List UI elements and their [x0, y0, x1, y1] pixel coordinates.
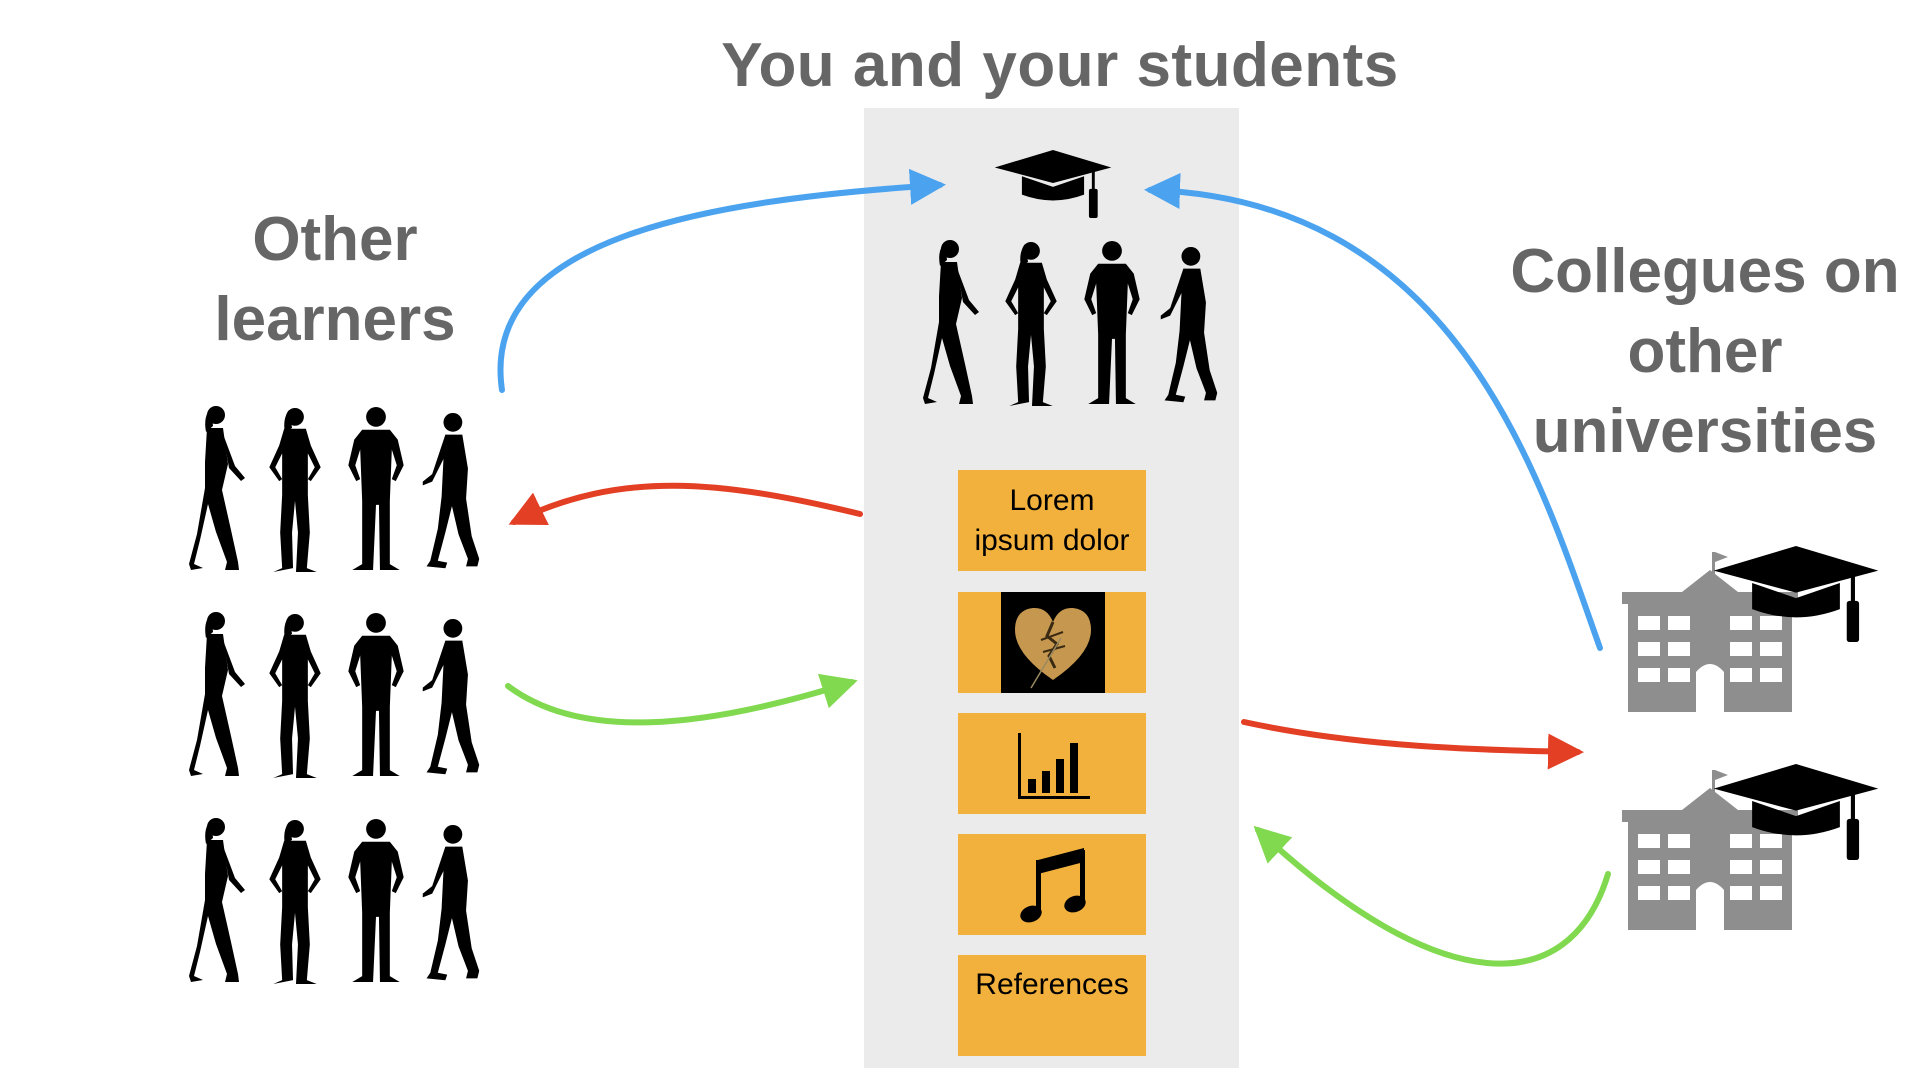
- content-card-image: [958, 592, 1146, 693]
- university-building-icon: [1620, 546, 1800, 712]
- content-card-chart: [958, 713, 1146, 814]
- title: You and your students: [721, 31, 1399, 100]
- colleagues-label: Collegues on other universities: [1510, 237, 1900, 466]
- arrow-students-to-colleagues: [1241, 719, 1584, 770]
- arrow-colleagues-to-students-green: [1253, 825, 1611, 967]
- broken-heart-icon: [1001, 592, 1105, 693]
- card-label: Lorem ipsum dolor: [974, 483, 1130, 557]
- university-building-1: [1620, 546, 1880, 718]
- content-card-music: [958, 834, 1146, 935]
- arrow-learners-to-students-green: [505, 673, 858, 726]
- arrow-learners-to-students: [497, 168, 946, 393]
- other-learners-label: Other learners: [214, 205, 456, 354]
- university-building-icon: [1620, 764, 1800, 930]
- arrow-colleagues-to-students: [1144, 173, 1603, 651]
- bar-chart-icon: [1018, 733, 1090, 799]
- music-note-icon: [1020, 848, 1086, 923]
- university-building-2: [1620, 764, 1880, 936]
- content-card-references: References: [958, 955, 1146, 1056]
- content-card-text: Lorem ipsum dolor: [958, 470, 1146, 571]
- card-label: References: [975, 968, 1129, 1001]
- arrow-students-to-learners: [508, 482, 863, 525]
